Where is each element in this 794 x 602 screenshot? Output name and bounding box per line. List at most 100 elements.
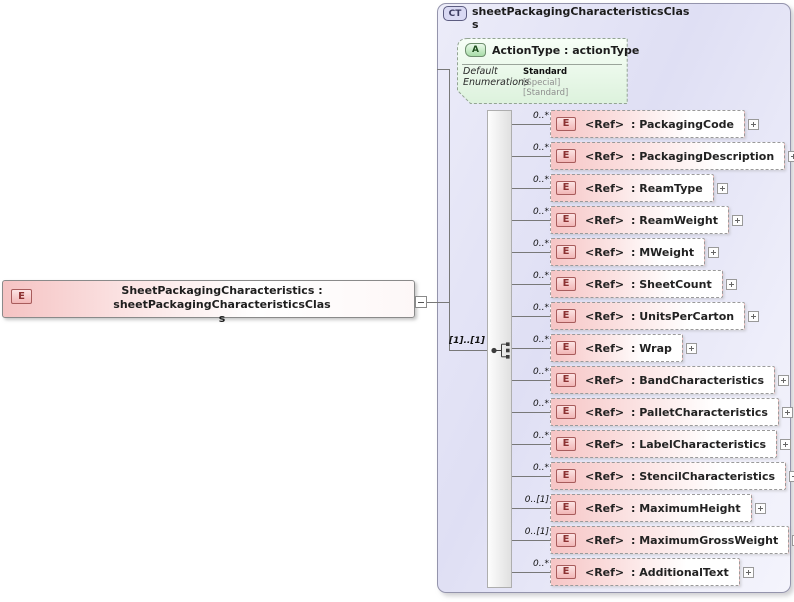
element-row-box[interactable]: E <Ref> : Wrap bbox=[550, 334, 683, 362]
element-name: : AdditionalText bbox=[631, 565, 729, 579]
row-connector-line bbox=[512, 156, 550, 157]
element-name: : UnitsPerCarton bbox=[631, 309, 735, 323]
element-row-box[interactable]: E <Ref> : UnitsPerCarton bbox=[550, 302, 746, 330]
row-cardinality: 0..* bbox=[533, 207, 549, 217]
element-row[interactable]: E <Ref> : AdditionalText bbox=[550, 558, 754, 586]
attribute-separator bbox=[462, 64, 622, 65]
element-name: : PackagingDescription bbox=[631, 149, 775, 163]
element-ref-label: <Ref> bbox=[585, 373, 625, 387]
expand-plus-icon[interactable] bbox=[716, 182, 728, 194]
element-badge-icon: E bbox=[556, 341, 576, 355]
element-ref-label: <Ref> bbox=[585, 309, 625, 323]
row-connector-line bbox=[512, 572, 550, 573]
element-row[interactable]: E <Ref> : PackagingCode bbox=[550, 110, 759, 138]
default-value: Standard bbox=[523, 67, 568, 77]
row-connector-line bbox=[512, 220, 550, 221]
expand-plus-icon[interactable] bbox=[789, 470, 794, 482]
element-row-box[interactable]: E <Ref> : MaximumGrossWeight bbox=[550, 526, 790, 554]
model-group-cardinality: [1]..[1] bbox=[449, 336, 485, 346]
complex-type-badge-icon: CT bbox=[443, 6, 467, 21]
expand-plus-icon[interactable] bbox=[780, 438, 792, 450]
element-ref-label: <Ref> bbox=[585, 437, 625, 451]
row-connector-line bbox=[512, 476, 550, 477]
element-row[interactable]: E <Ref> : MWeight bbox=[550, 238, 720, 266]
row-cardinality: 0..* bbox=[533, 335, 549, 345]
expand-plus-icon[interactable] bbox=[708, 246, 720, 258]
element-badge-icon: E bbox=[556, 117, 576, 131]
expand-plus-icon[interactable] bbox=[725, 278, 737, 290]
element-name: : SheetCount bbox=[631, 277, 712, 291]
collapse-icon[interactable] bbox=[415, 296, 427, 308]
element-ref-label: <Ref> bbox=[585, 149, 625, 163]
row-cardinality: 0..* bbox=[533, 271, 549, 281]
expand-plus-icon[interactable] bbox=[781, 406, 793, 418]
complex-type-title-line2: s bbox=[472, 18, 479, 31]
element-row-box[interactable]: E <Ref> : PackagingCode bbox=[550, 110, 745, 138]
row-connector-line bbox=[512, 284, 550, 285]
element-row-box[interactable]: E <Ref> : PalletCharacteristics bbox=[550, 398, 779, 426]
element-badge-icon: E bbox=[556, 277, 576, 291]
element-badge-icon: E bbox=[556, 309, 576, 323]
element-row[interactable]: E <Ref> : StencilCharacteristics bbox=[550, 462, 794, 490]
expand-plus-icon[interactable] bbox=[754, 502, 766, 514]
element-row[interactable]: E <Ref> : ReamWeight bbox=[550, 206, 743, 234]
element-badge-icon: E bbox=[556, 469, 576, 483]
element-row-box[interactable]: E <Ref> : LabelCharacteristics bbox=[550, 430, 778, 458]
element-ref-label: <Ref> bbox=[585, 277, 625, 291]
element-row-box[interactable]: E <Ref> : PackagingDescription bbox=[550, 142, 786, 170]
attribute-title[interactable]: ActionType : actionType bbox=[492, 44, 640, 57]
element-row[interactable]: E <Ref> : UnitsPerCarton bbox=[550, 302, 760, 330]
expand-plus-icon[interactable] bbox=[685, 342, 697, 354]
element-row[interactable]: E <Ref> : PackagingDescription bbox=[550, 142, 794, 170]
element-row-box[interactable]: E <Ref> : AdditionalText bbox=[550, 558, 740, 586]
element-ref-label: <Ref> bbox=[585, 469, 625, 483]
element-row-box[interactable]: E <Ref> : MaximumHeight bbox=[550, 494, 752, 522]
element-row-box[interactable]: E <Ref> : ReamWeight bbox=[550, 206, 729, 234]
root-element-box[interactable]: E SheetPackagingCharacteristics : sheetP… bbox=[2, 280, 415, 325]
element-row-box[interactable]: E <Ref> : ReamType bbox=[550, 174, 714, 202]
row-connector-line bbox=[512, 508, 550, 509]
element-row[interactable]: E <Ref> : LabelCharacteristics bbox=[550, 430, 792, 458]
element-badge-icon: E bbox=[556, 213, 576, 227]
row-cardinality: 0..* bbox=[533, 239, 549, 249]
row-cardinality: 0..* bbox=[533, 111, 549, 121]
enumeration-value: [Standard] bbox=[523, 88, 569, 98]
sequence-icon[interactable] bbox=[490, 341, 515, 360]
row-cardinality: 0..[1] bbox=[524, 527, 549, 537]
element-row[interactable]: E <Ref> : PalletCharacteristics bbox=[550, 398, 793, 426]
expand-plus-icon[interactable] bbox=[792, 534, 794, 546]
element-row-box[interactable]: E <Ref> : BandCharacteristics bbox=[550, 366, 775, 394]
element-name: : PalletCharacteristics bbox=[631, 405, 768, 419]
element-name: : LabelCharacteristics bbox=[631, 437, 767, 451]
expand-plus-icon[interactable] bbox=[788, 150, 794, 162]
expand-plus-icon[interactable] bbox=[742, 566, 754, 578]
element-ref-label: <Ref> bbox=[585, 341, 625, 355]
root-element-label: SheetPackagingCharacteristics : sheetPac… bbox=[33, 284, 411, 326]
attribute-badge-icon: A bbox=[465, 43, 486, 57]
element-row[interactable]: E <Ref> : ReamType bbox=[550, 174, 728, 202]
element-name: : PackagingCode bbox=[631, 117, 734, 131]
element-row[interactable]: E <Ref> : MaximumHeight bbox=[550, 494, 766, 522]
element-ref-label: <Ref> bbox=[585, 213, 625, 227]
element-row-box[interactable]: E <Ref> : MWeight bbox=[550, 238, 706, 266]
model-group-line bbox=[449, 350, 495, 351]
element-row[interactable]: E <Ref> : MaximumGrossWeight bbox=[550, 526, 794, 554]
element-ref-label: <Ref> bbox=[585, 405, 625, 419]
element-ref-label: <Ref> bbox=[585, 181, 625, 195]
attribute-connector-line bbox=[437, 69, 449, 70]
expand-plus-icon[interactable] bbox=[778, 374, 789, 386]
element-row-box[interactable]: E <Ref> : StencilCharacteristics bbox=[550, 462, 787, 490]
element-name: : MaximumHeight bbox=[631, 501, 741, 515]
expand-plus-icon[interactable] bbox=[731, 214, 743, 226]
element-row[interactable]: E <Ref> : BandCharacteristics bbox=[550, 366, 789, 394]
expand-plus-icon[interactable] bbox=[748, 310, 760, 322]
element-row[interactable]: E <Ref> : SheetCount bbox=[550, 270, 737, 298]
row-connector-line bbox=[512, 124, 550, 125]
row-connector-line bbox=[512, 252, 550, 253]
element-badge-icon: E bbox=[556, 405, 576, 419]
element-row[interactable]: E <Ref> : Wrap bbox=[550, 334, 697, 362]
element-row-box[interactable]: E <Ref> : SheetCount bbox=[550, 270, 723, 298]
expand-plus-icon[interactable] bbox=[748, 118, 759, 130]
row-connector-line bbox=[512, 316, 550, 317]
